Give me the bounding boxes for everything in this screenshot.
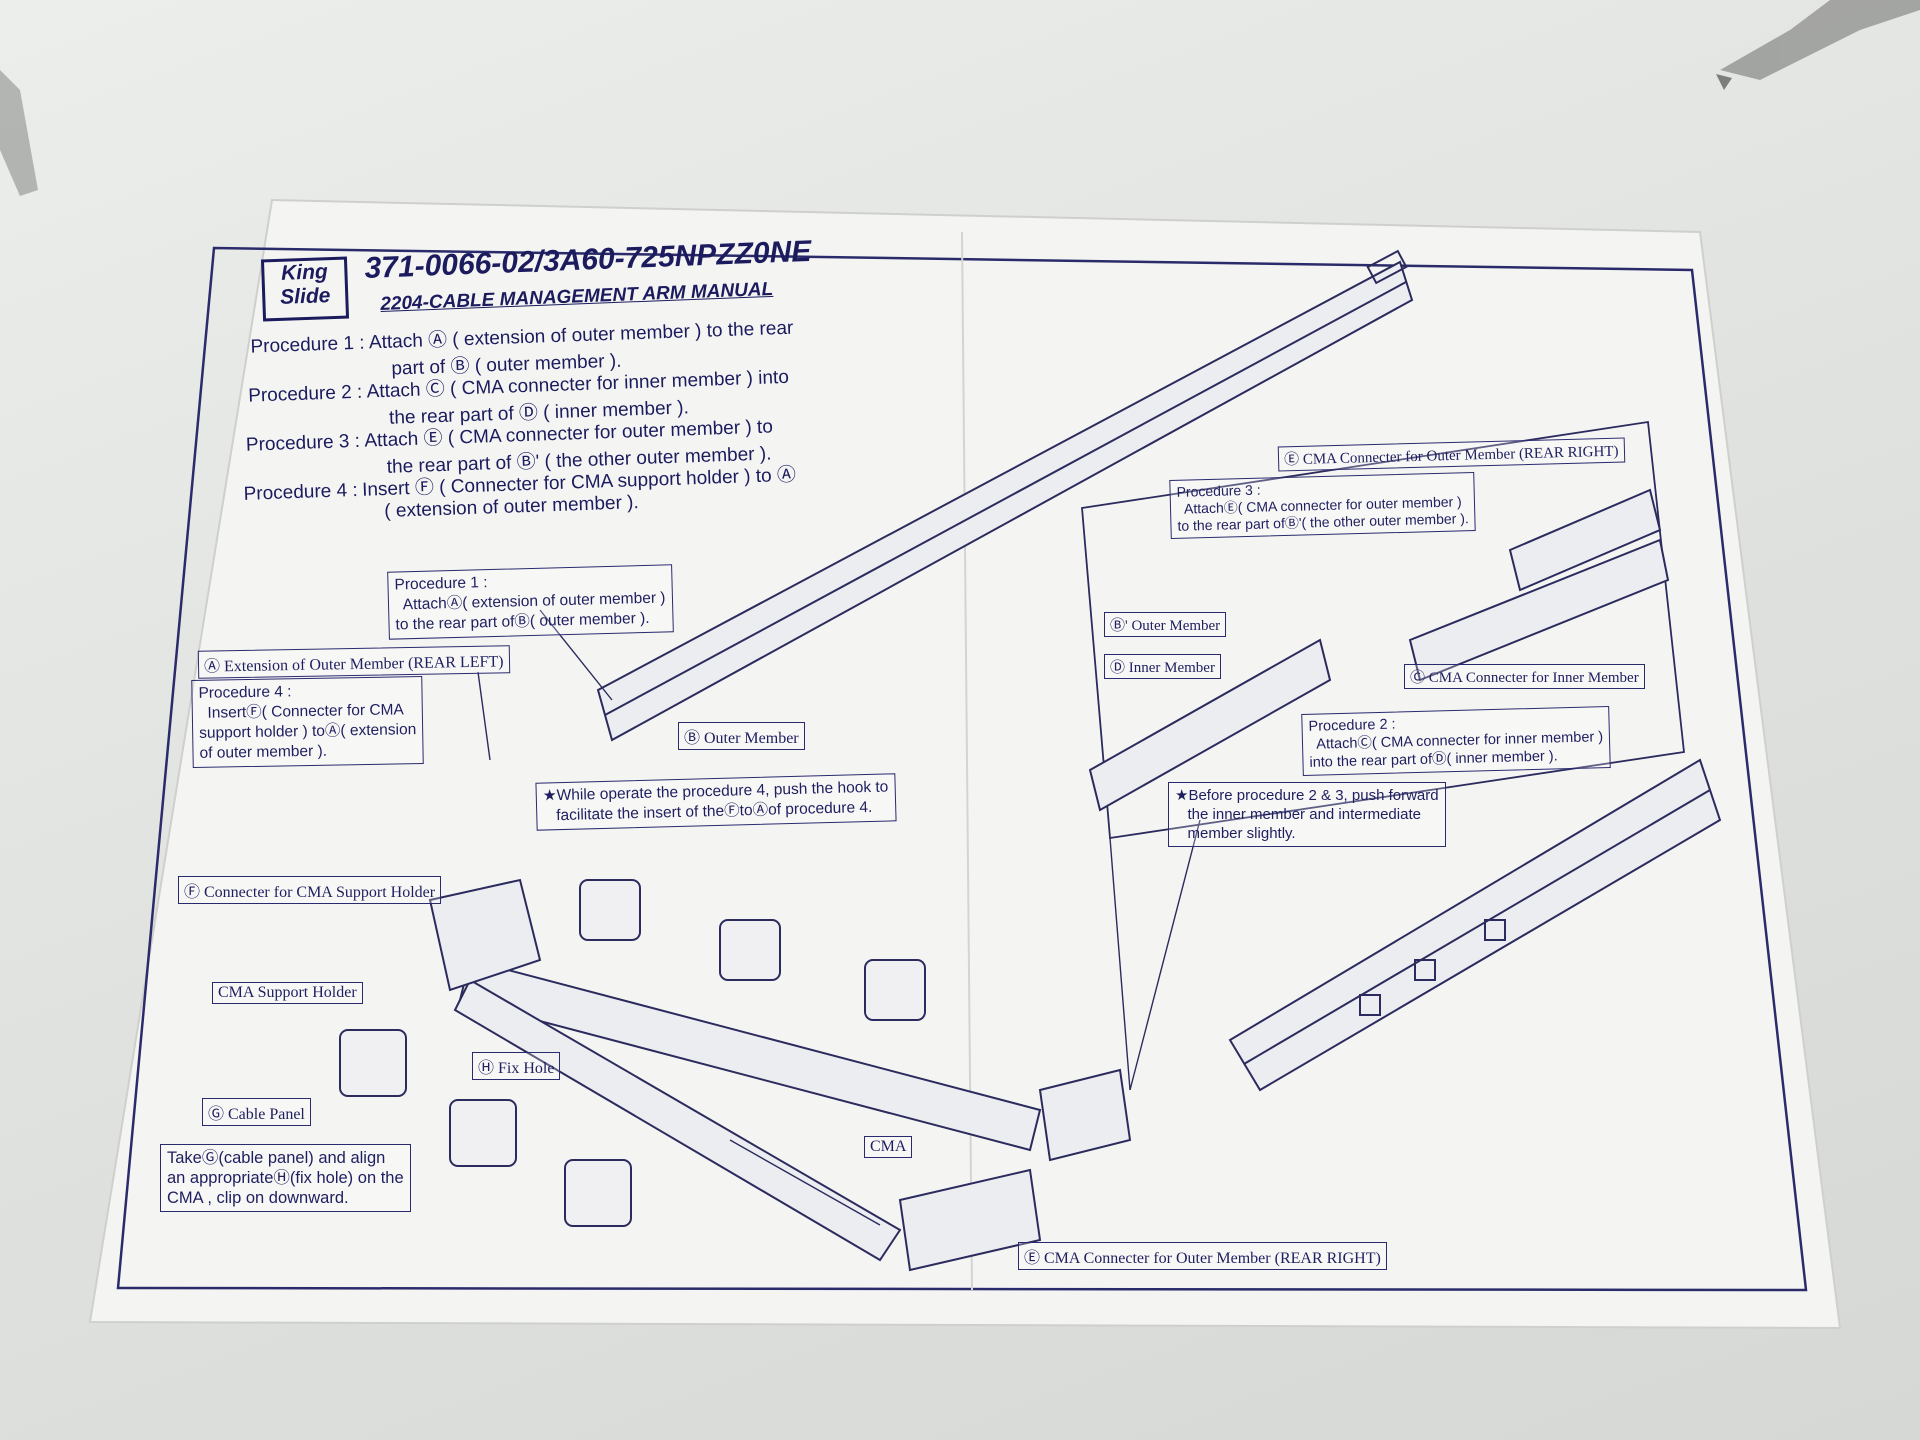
procedure-label: Procedure 3 : <box>245 430 361 456</box>
label-outer-member-b-prime: Ⓑ' Outer Member <box>1104 612 1227 637</box>
label-cma-support-holder: CMA Support Holder <box>212 982 363 1004</box>
label-cma: CMA <box>864 1136 913 1158</box>
cma-arm <box>428 878 1132 1272</box>
logo-line-2: Slide <box>279 284 331 309</box>
label-cma-connecter-inner: Ⓒ CMA Connecter for Inner Member <box>1404 664 1645 689</box>
callout-procedure-4: Procedure 4 : InsertⒻ( Connecter for CMA… <box>191 675 424 769</box>
logo-line-1: King <box>280 260 329 285</box>
label-cable-panel: Ⓖ Cable Panel <box>202 1098 311 1126</box>
callout-procedure-1: Procedure 1 : AttachⒶ( extension of oute… <box>387 564 674 640</box>
label-outer-member-b: Ⓑ Outer Member <box>678 722 805 750</box>
leader-lines <box>477 609 1201 1226</box>
procedure-label: Procedure 2 : <box>247 381 363 407</box>
right-rail <box>1228 758 1722 1092</box>
note-procedure-2-3: ★Before procedure 2 & 3, push forward th… <box>1168 782 1446 847</box>
procedure-list: Procedure 1 : Attach Ⓐ ( extension of ou… <box>238 310 885 532</box>
label-fix-hole: Ⓗ Fix Hole <box>472 1052 561 1080</box>
note-procedure-4: ★While operate the procedure 4, push the… <box>535 773 897 831</box>
cable-panels <box>339 879 926 1227</box>
label-extension-outer-member: Ⓐ Extension of Outer Member (REAR LEFT) <box>197 645 510 679</box>
callout-procedure-2: Procedure 2 : AttachⒸ( CMA connecter for… <box>1301 705 1611 777</box>
label-cma-connecter-outer-bottom: Ⓔ CMA Connecter for Outer Member (REAR R… <box>1018 1242 1387 1270</box>
page-border <box>116 246 1808 1292</box>
king-slide-logo: King Slide <box>260 256 350 322</box>
callout-take-cable-panel: TakeⒼ(cable panel) and align an appropri… <box>160 1144 411 1212</box>
inset-rail <box>1088 488 1670 812</box>
label-connecter-f: Ⓕ Connecter for CMA Support Holder <box>178 876 442 904</box>
callout-procedure-3: Procedure 3 : AttachⒺ( CMA connecter for… <box>1169 472 1477 539</box>
procedure-label: Procedure 1 : <box>250 332 365 358</box>
procedure-label: Procedure 4 : <box>243 479 359 505</box>
tool-top-right <box>1716 0 1920 90</box>
left-rail <box>596 249 1414 742</box>
tool-top-left <box>0 70 38 196</box>
inset-frame <box>1081 420 1685 840</box>
label-inner-member: Ⓓ Inner Member <box>1104 654 1221 679</box>
